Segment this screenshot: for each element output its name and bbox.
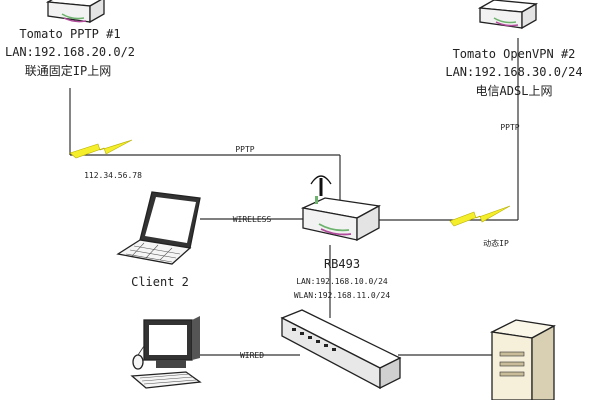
rb493-name: RB493 — [324, 257, 360, 271]
pptp-router-isp: 联通固定IP上网 — [25, 63, 111, 78]
pptp-router-lan: LAN:192.168.20.0/2 — [5, 45, 135, 59]
router-icon — [300, 175, 382, 242]
pptp-router-name: Tomato PPTP #1 — [19, 27, 120, 41]
wireless-label: WIRELESS — [233, 215, 272, 224]
lightning-icon — [449, 205, 511, 227]
openvpn-router-name: Tomato OpenVPN #2 — [453, 47, 576, 61]
rb493-lan: LAN:192.168.10.0/24 — [296, 277, 388, 286]
laptop-icon — [116, 191, 201, 265]
client2-label: Client 2 — [131, 275, 189, 289]
switch-icon — [280, 309, 402, 390]
lightning-icon — [69, 139, 133, 159]
rb493-wlan: WLAN:192.168.11.0/24 — [294, 291, 391, 300]
server-icon — [489, 319, 556, 400]
pptp-main-label: PPTP — [235, 145, 254, 154]
public-ip-label: 112.34.56.78 — [84, 171, 142, 180]
dynamic-ip-label: 动态IP — [483, 238, 509, 248]
openvpn-router-lan: LAN:192.168.30.0/24 — [445, 65, 582, 79]
router-icon — [477, 0, 539, 30]
openvpn-router-isp: 电信ADSL上网 — [476, 84, 553, 98]
router-icon — [45, 0, 105, 24]
connection-lines — [69, 38, 519, 356]
pptp-vertical-label: PPTP — [500, 123, 519, 132]
wired-label: WIRED — [240, 351, 264, 360]
desktop-icon — [130, 316, 202, 389]
